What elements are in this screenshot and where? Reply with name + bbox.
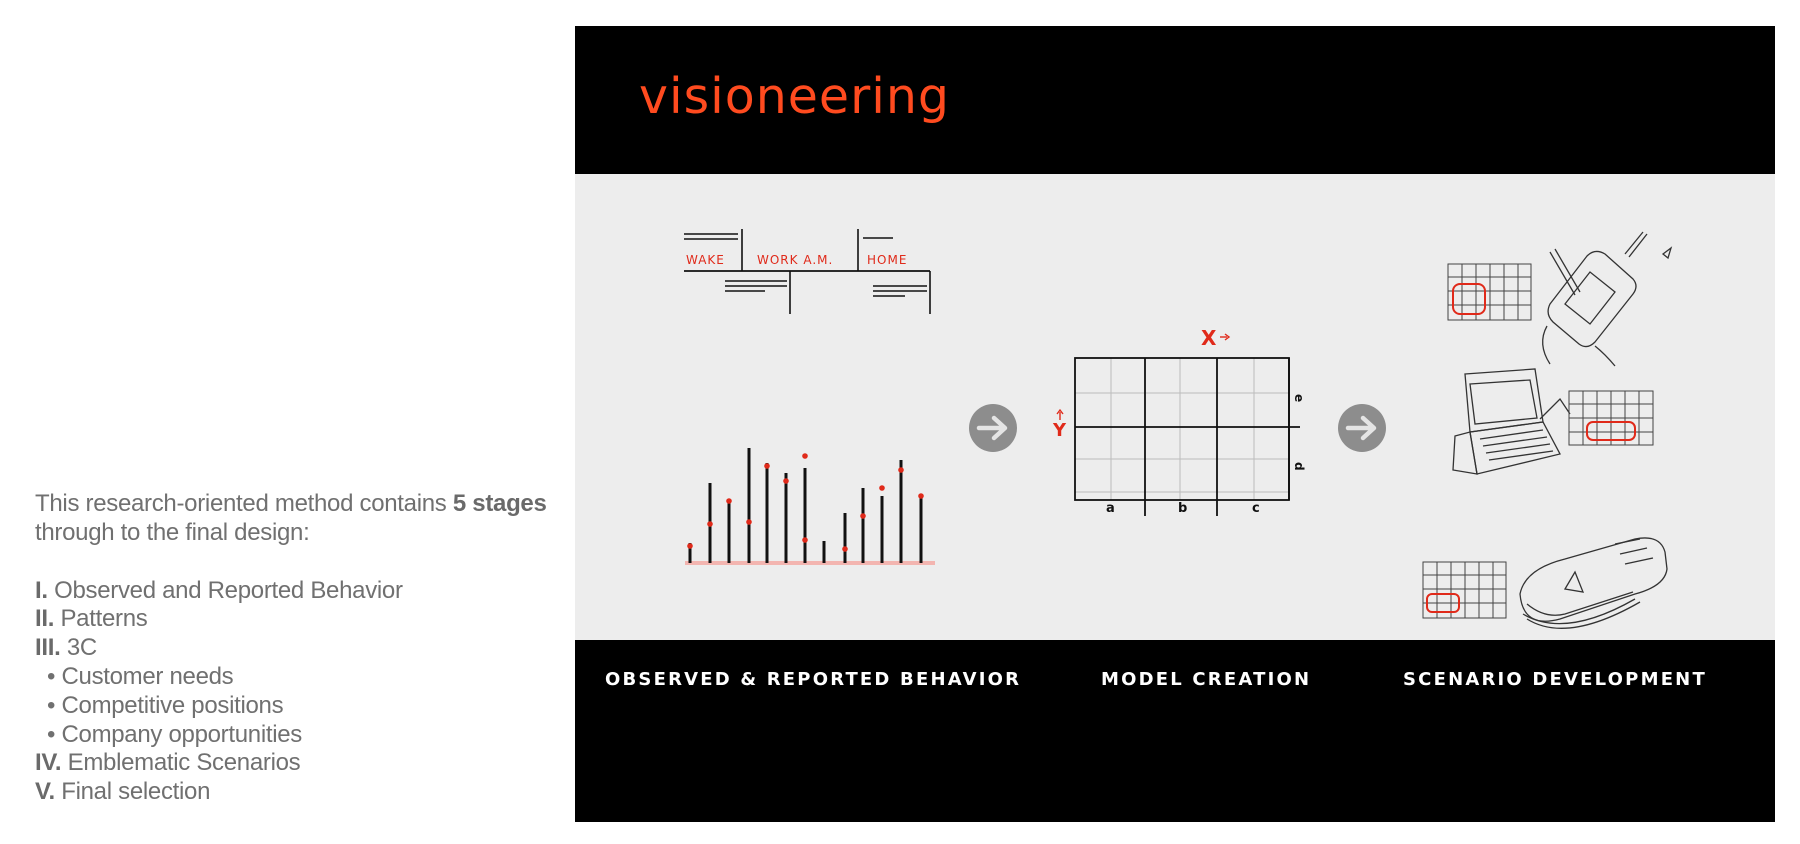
scenario-grid [1447,263,1532,321]
arrow-right-icon [1338,404,1386,452]
sketch-dot [746,519,752,525]
sketch-dot [687,543,693,549]
stage-numeral: III. [35,634,61,662]
bullet-icon: • [47,662,56,690]
sketch-dot [879,485,885,491]
grid-axis-x: X [1201,326,1217,350]
bar-sketch [685,448,935,565]
sketch-dot [918,493,924,499]
caption-model: MODEL CREATION [1101,669,1312,690]
sketch-dot [898,467,904,473]
intro-emphasis: 5 stages [452,490,547,517]
intro-line-1: This research-oriented method contains 5… [35,490,575,519]
sketch-dot [764,463,770,469]
bullet-label: Competitive positions [61,691,284,719]
sketch-dot [860,513,866,519]
stage-label: Patterns [54,605,148,633]
grid-axis-y: Y [1052,420,1067,441]
bullet-label: Company opportunities [61,720,302,748]
stage-5: V. Final selection [35,778,575,807]
sketch-dot [802,537,808,543]
stage-label: Final selection [54,778,211,806]
spacer [35,548,575,577]
sketch-dot [802,453,808,459]
laptop-sketch-icon [1452,368,1571,475]
bullet-label: Customer needs [61,662,234,690]
sketch-dot [707,521,713,527]
sketch-dot [783,478,789,484]
grid-col-c: c [1252,501,1260,516]
intro-line-2: through to the final design: [35,518,310,546]
grid-row-d: d [1292,462,1306,471]
caption-scenario: SCENARIO DEVELOPMENT [1403,669,1707,690]
device-sketch-icon [1519,537,1668,629]
model-grid [1056,333,1300,516]
grid-row-e: e [1292,394,1306,402]
stage-2: II. Patterns [35,605,575,634]
stage-label: Emblematic Scenarios [61,749,301,777]
stage-numeral: IV. [35,749,62,777]
timeline-label-home: HOME [867,253,907,267]
grid-col-b: b [1178,501,1187,516]
stage-4: IV. Emblematic Scenarios [35,749,575,778]
intro-prefix: This research-oriented method contains [35,490,453,517]
timeline-diagram [684,229,931,314]
stage-label: 3C [60,634,97,662]
stage-numeral: II. [35,605,55,633]
grid-col-a: a [1106,501,1115,516]
timeline-label-wake: WAKE [686,253,725,267]
brand-title: visioneering [639,68,951,125]
stage-label: Observed and Reported Behavior [47,576,403,604]
pda-sketch-icon [1542,231,1673,367]
bullet-item: • Customer needs [35,663,575,692]
caption-observed: OBSERVED & REPORTED BEHAVIOR [605,669,1022,690]
stage-numeral: V. [35,778,55,806]
scenario-grid [1422,561,1507,619]
bullet-icon: • [47,691,56,719]
stage-1: I. Observed and Reported Behavior [35,577,575,606]
stage-3: III. 3C [35,634,575,663]
timeline-label-work: WORK A.M. [757,253,833,267]
stage-numeral: I. [35,576,48,604]
sketch-dot [726,498,732,504]
scenario-grid [1568,390,1654,446]
bullet-item: • Company opportunities [35,721,575,750]
arrow-right-icon [969,404,1017,452]
bullet-icon: • [47,720,56,748]
bullet-item: • Competitive positions [35,692,575,721]
process-diagram: WAKE WORK A.M. HOME [684,229,1673,629]
sketch-dot [842,546,848,552]
visioneering-panel: visioneering WAKE WORK A.M. HOME [575,26,1775,822]
method-description: This research-oriented method contains 5… [35,490,575,807]
